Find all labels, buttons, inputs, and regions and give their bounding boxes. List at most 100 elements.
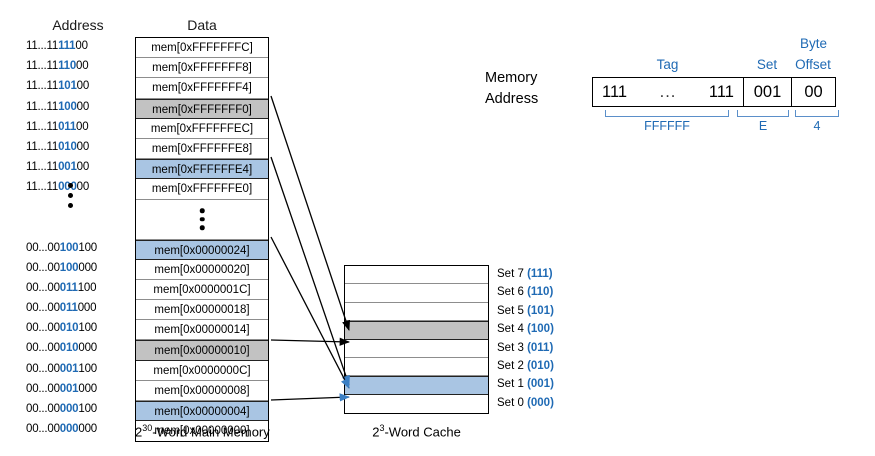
address-offset-bits: 00: [76, 120, 89, 133]
address-set-bits: 001: [58, 161, 77, 174]
cache-set-row: [345, 266, 488, 285]
cache-set-name: Set 1: [497, 378, 528, 391]
cache-set-bits: (111): [527, 268, 553, 280]
cache-set-bits: (010): [527, 359, 554, 372]
cache-set-label: Set 2 (010): [497, 357, 607, 375]
address-offset-bits: 000: [78, 382, 97, 395]
cache-set-bits: (001): [527, 378, 554, 391]
main-memory-caption-exponent: 30: [142, 423, 153, 433]
address-offset-bits: 000: [78, 261, 97, 274]
address-offset-bits: 100: [78, 322, 97, 335]
memory-address-row: 00...00011000: [26, 298, 130, 318]
address-offset-bits: 00: [76, 80, 90, 93]
offset-hex-value: 4: [813, 119, 821, 133]
cache-set-label: Set 6 (110): [497, 283, 607, 301]
memory-address-row: 11...1111100: [26, 36, 130, 56]
memory-data-row: mem[0x00000014]: [136, 320, 268, 341]
cache-set-label: Set 3 (011): [497, 339, 607, 357]
address-tag-bits: 00...00: [26, 281, 60, 294]
cache-set-label: Set 1 (001): [497, 375, 607, 393]
cache-set-row: [345, 339, 488, 358]
tag-bits-right: 111: [708, 82, 734, 101]
memory-address-row: 00...00001000: [26, 379, 130, 399]
address-tag-bits: 11...11: [26, 100, 59, 113]
address-tag-bits: 00...00: [26, 423, 60, 436]
main-memory-caption: 230-Word Main Memory: [135, 423, 270, 439]
memory-address-row: 11...1111000: [26, 56, 130, 76]
address-tag-bits: 11...11: [26, 181, 59, 194]
address-tag-bits: 00...00: [26, 362, 60, 375]
offset-hex-bracket: [795, 110, 839, 117]
cache-set-name: Set 5: [497, 304, 528, 317]
memory-data-row: mem[0x00000018]: [136, 300, 268, 321]
cache-set-row: [345, 376, 488, 395]
arrow-0010-to-set4: [270, 337, 351, 346]
memory-data-row: mem[0xFFFFFFE8]: [136, 138, 268, 160]
cache-set-label: Set 4 (100): [497, 320, 607, 338]
memory-address-row: 00...00000100: [26, 399, 130, 419]
memory-address-row: 00...00011100: [26, 278, 130, 298]
address-set-bits: 000: [59, 403, 79, 415]
memory-address-ellipsis: [68, 183, 73, 213]
memory-address-row: 11...1100100: [26, 157, 130, 177]
address-set-bits: 111: [58, 40, 76, 52]
address-set-bits: 100: [58, 100, 77, 113]
set-field-label: Set: [756, 57, 778, 72]
memory-data-row: mem[0xFFFFFFFC]: [136, 38, 268, 59]
address-set-bits: 001: [59, 382, 79, 395]
memory-data-row: mem[0xFFFFFFEC]: [136, 118, 268, 139]
memory-address-gap: [26, 198, 130, 238]
memory-data-row: mem[0x00000008]: [136, 380, 268, 401]
address-set-bits: 010: [59, 322, 79, 335]
memory-address-row: 11...1100000: [26, 177, 130, 197]
tag-hex-value: FFFFFF: [644, 119, 690, 133]
address-offset-bits: 00: [76, 161, 90, 174]
address-set-bits: 011: [59, 302, 78, 315]
memory-data-table: mem[0xFFFFFFFC]mem[0xFFFFFFF8]mem[0xFFFF…: [135, 37, 269, 443]
memory-data-row: mem[0xFFFFFFF4]: [136, 78, 268, 99]
cache-set-row: [345, 357, 488, 377]
address-set-bits: 100: [59, 241, 79, 254]
address-tag-bits: 11...11: [26, 140, 59, 153]
address-offset-bits: 00: [76, 60, 89, 73]
arrow-0024-to-set1: [270, 236, 350, 389]
cache-set-row: [345, 321, 488, 340]
memory-data-header: Data: [187, 17, 217, 33]
cache-set-bits: (110): [527, 286, 554, 299]
memory-data-row: mem[0xFFFFFFE0]: [136, 179, 268, 200]
cache-set-name: Set 4: [497, 323, 528, 336]
memory-data-row: mem[0x00000024]: [136, 239, 268, 260]
cache-set-bits: (011): [527, 341, 554, 354]
address-offset-bits: 000: [78, 423, 97, 436]
address-tag-bits: 00...00: [26, 241, 60, 254]
offset-field-label: Offset: [795, 57, 831, 72]
cache-set-label: Set 5 (101): [497, 302, 607, 320]
memory-data-row: mem[0x00000010]: [136, 340, 268, 361]
set-field-cell: 001: [744, 78, 792, 106]
memory-address-row: 11...1110100: [26, 76, 130, 96]
address-offset-bits: 000: [78, 342, 97, 355]
address-field-box: 111 ... 111 001 00: [592, 77, 836, 107]
cache-set-name: Set 7: [497, 268, 528, 280]
memory-data-row: mem[0x00000020]: [136, 259, 268, 280]
address-offset-bits: 000: [77, 302, 97, 315]
memory-address-label-line2: Address: [485, 91, 539, 107]
address-tag-bits: 00...00: [26, 382, 60, 395]
cache-set-row: [345, 302, 488, 322]
address-tag-bits: 11...11: [26, 161, 59, 174]
address-tag-bits: 00...00: [26, 302, 60, 315]
arrow-ffe4-to-set1: [270, 156, 350, 386]
cache-caption: 23-Word Cache: [344, 423, 489, 439]
memory-data-row: mem[0x0000000C]: [136, 360, 268, 381]
address-offset-bits: 00: [76, 140, 90, 153]
memory-data-row: mem[0x00000000]: [136, 421, 268, 442]
address-offset-bits: 100: [78, 241, 97, 254]
memory-address-header: Address: [52, 17, 104, 33]
address-offset-bits: 00: [75, 40, 88, 52]
memory-address-label: Memory Address: [485, 68, 538, 110]
address-offset-bits: 100: [77, 281, 97, 294]
address-tag-bits: 00...00: [26, 403, 60, 415]
address-set-bits: 001: [59, 362, 79, 375]
arrow-fff0-to-set4: [270, 95, 350, 331]
